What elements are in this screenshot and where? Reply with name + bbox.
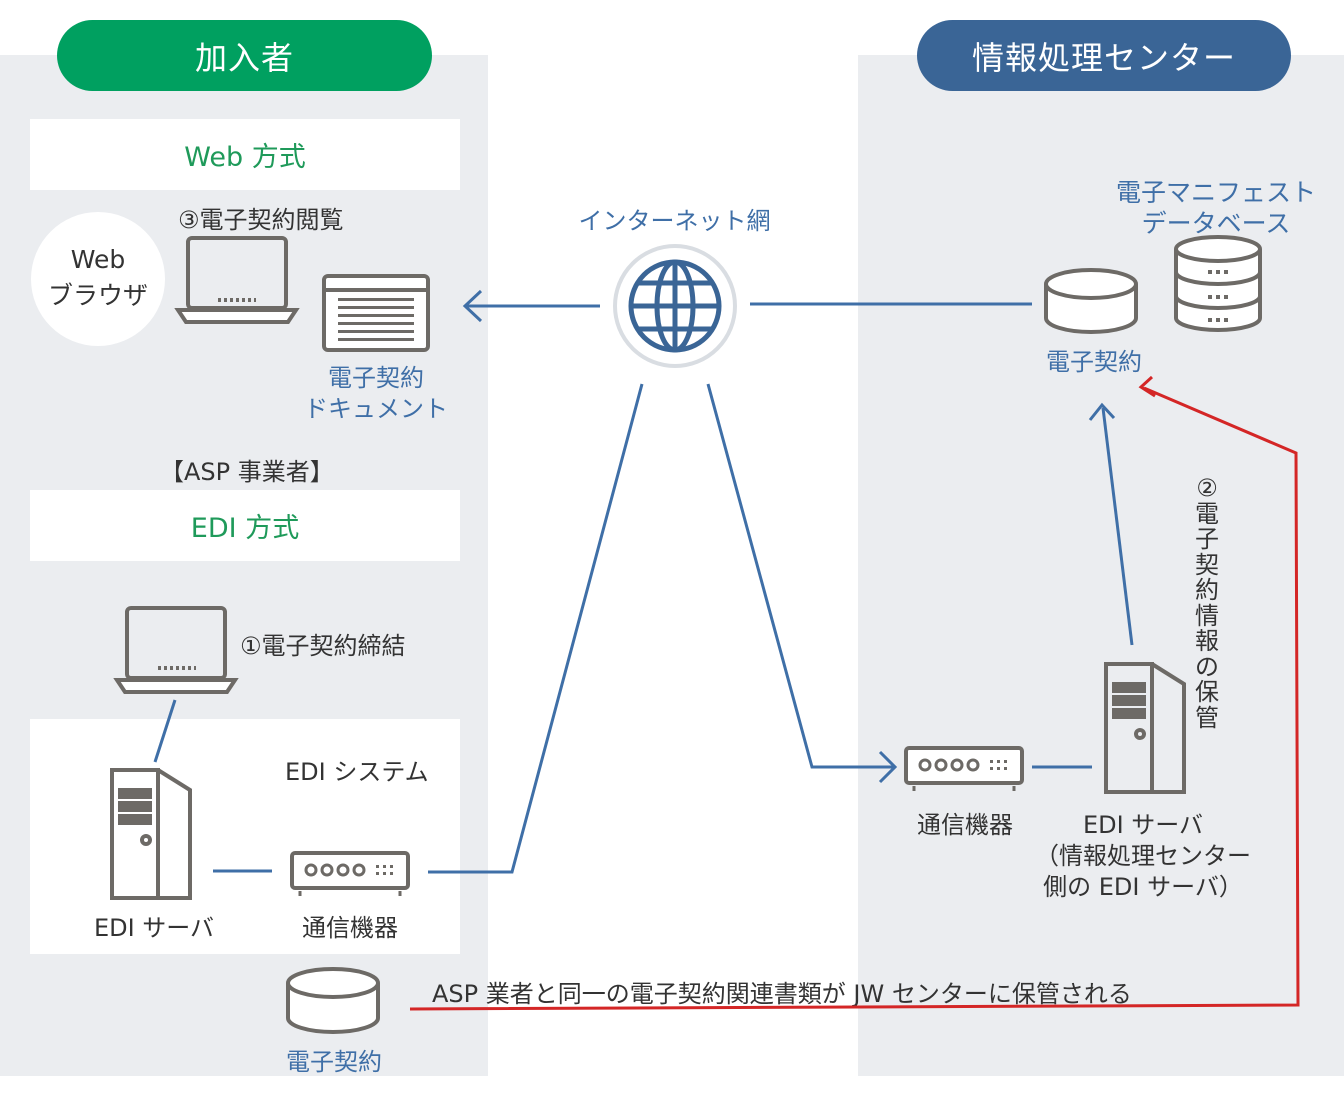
document-label-1: 電子契約 [328, 364, 424, 392]
internet-to-center-comm [706, 383, 895, 769]
asp-label: 【ASP 事業者】 [160, 458, 334, 486]
view-label: ③電子契約閲覧 [178, 206, 344, 234]
edi-laptop-icon [113, 606, 239, 694]
manifest-db-label-1: 電子マニフェスト [1115, 178, 1316, 207]
comm-device-icon [290, 851, 410, 896]
storage-note: ② 電 子 契 約 情 報 の 保 管 [1190, 474, 1224, 732]
web-browser-circle [31, 212, 165, 346]
storage-note-char: 約 [1195, 576, 1219, 604]
storage-note-char: ② [1196, 474, 1218, 502]
storage-note-char: 報 [1195, 627, 1219, 655]
bottom-note: ASP 業者と同一の電子契約関連書類が JW センターに保管される [432, 980, 1132, 1008]
center-comm-device-icon [904, 746, 1024, 791]
globe-icon [613, 244, 737, 368]
arrowhead-right [878, 750, 898, 784]
web-browser-label-1: Web [70, 245, 126, 274]
internet-label: インターネット網 [578, 207, 771, 235]
web-method-box: Web 方式 [30, 119, 460, 190]
storage-note-char: 契 [1195, 550, 1219, 579]
document-window-icon [322, 274, 430, 352]
center-server-to-contract [1101, 407, 1134, 646]
storage-note-char: 電 [1195, 499, 1219, 528]
internet-to-edi-comm [428, 383, 644, 874]
arrowhead-up [1088, 402, 1116, 421]
red-arrowhead [1138, 375, 1156, 398]
edi-method-box: EDI 方式 [30, 490, 460, 561]
edi-system-label: EDI システム [285, 758, 429, 786]
storage-note-char: 子 [1195, 525, 1219, 553]
center-panel [858, 55, 1344, 1076]
center-edi-server-label-3: 側の EDI サーバ） [1043, 873, 1243, 901]
manifest-db-icon [1174, 235, 1262, 332]
storage-note-char: 保 [1195, 678, 1219, 706]
connector-lines [153, 289, 1134, 874]
edi-server-icon [110, 768, 192, 900]
storage-note-char: の [1195, 652, 1219, 681]
manifest-db-label-2: データベース [1141, 209, 1291, 238]
center-edi-server-label-1: EDI サーバ [1082, 811, 1204, 839]
center-contract-db-icon [1044, 268, 1138, 334]
center-edi-server-icon [1104, 662, 1186, 794]
red-route [409, 375, 1300, 1011]
center-title: 情報処理センター [917, 20, 1291, 91]
web-browser-label-2: ブラウザ [47, 281, 148, 310]
laptop-icon [174, 236, 300, 324]
document-label-2: ドキュメント [304, 395, 448, 423]
center-contract-label: 電子契約 [1046, 348, 1142, 376]
edi-server-label: EDI サーバ [93, 914, 215, 942]
comm-device-label: 通信機器 [302, 914, 398, 942]
laptop-to-server [153, 699, 177, 763]
subscriber-contract-label: 電子契約 [286, 1048, 382, 1076]
edi-system-box [30, 719, 460, 954]
sign-label: ①電子契約締結 [240, 632, 406, 660]
center-comm-device-label: 通信機器 [917, 811, 1013, 839]
arrowhead-left [462, 289, 483, 323]
storage-note-char: 情 [1195, 601, 1219, 630]
storage-note-char: 管 [1195, 703, 1219, 732]
subscriber-title: 加入者 [57, 20, 432, 91]
subscriber-contract-db-icon [286, 967, 380, 1034]
center-edi-server-label-2: （情報処理センター [1035, 842, 1251, 870]
